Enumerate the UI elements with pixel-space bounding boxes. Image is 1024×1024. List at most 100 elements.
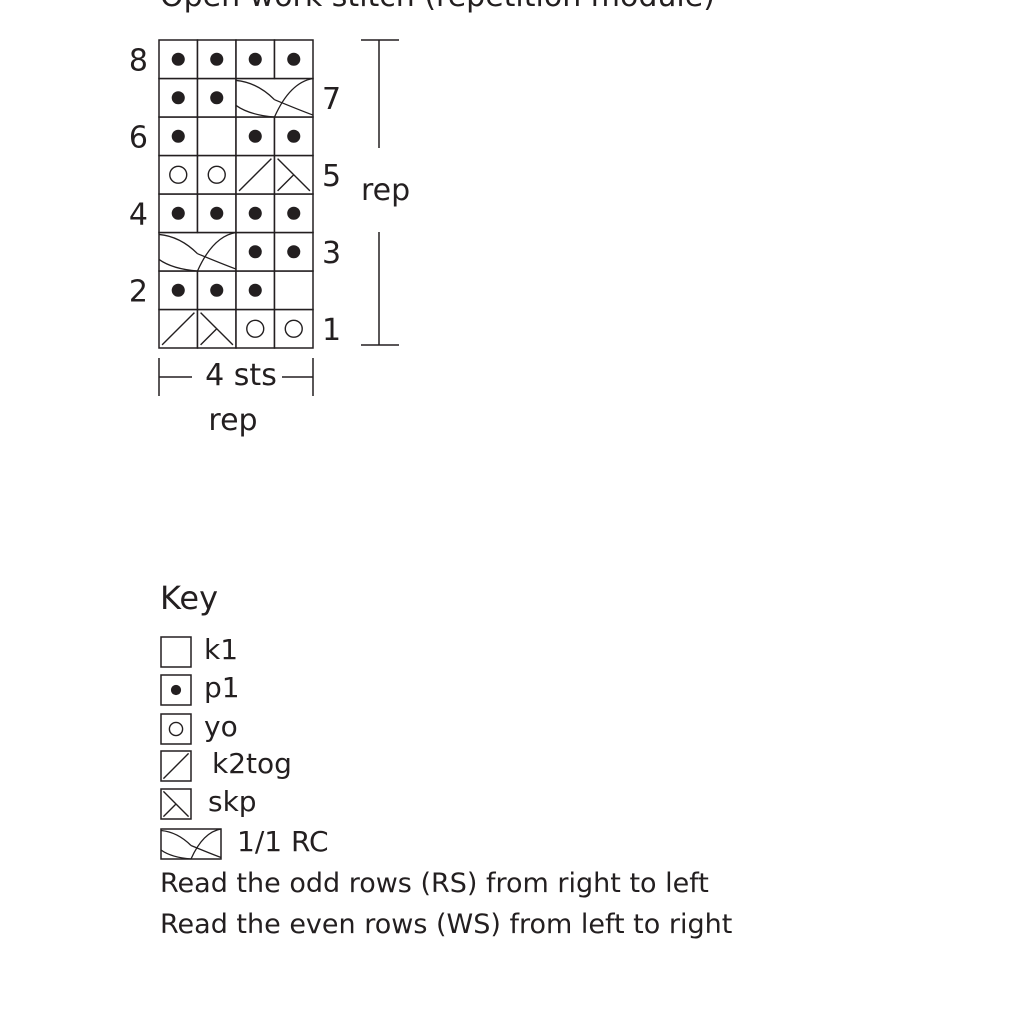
skp-symbol-icon (200, 312, 234, 346)
row-repeat-label: rep (361, 173, 410, 208)
key-title: Key (160, 579, 219, 617)
purl-dot-icon (171, 283, 185, 297)
chart-row-6 (158, 116, 314, 157)
key-label: k2tog (212, 747, 292, 780)
skp-symbol-icon (277, 158, 311, 192)
stitch-cell-p1 (196, 270, 237, 311)
row-number-left: 4 (129, 197, 148, 232)
note-odd-rows: Read the odd rows (RS) from right to lef… (160, 868, 709, 899)
purl-dot-icon (210, 206, 224, 220)
k2tog-slash-icon (161, 312, 195, 346)
yarn-over-circle-icon (169, 165, 188, 184)
purl-dot-icon (287, 52, 301, 66)
stitch-cell-p1 (158, 116, 199, 157)
cell-box (273, 308, 314, 349)
row-repeat-bracket (361, 39, 399, 346)
stitch-cell-skp (273, 154, 314, 195)
cable-cell (158, 231, 237, 272)
stitch-repeat-bracket (158, 358, 314, 396)
cell-box (158, 39, 199, 80)
key-symbol-box (160, 713, 192, 745)
cell-box (158, 154, 199, 195)
cable-right-curve-icon (196, 231, 237, 272)
cable-right-lower-curve-icon (274, 99, 314, 116)
cell-box (273, 39, 314, 80)
purl-dot-icon (210, 52, 224, 66)
stitch-cell-p1 (158, 270, 199, 311)
stitch-cell-p1 (235, 231, 276, 272)
key-symbol-icon (160, 713, 192, 745)
purl-dot-icon (171, 52, 185, 66)
stitch-cell-p1 (196, 39, 237, 80)
purl-dot-icon (287, 245, 301, 259)
stitch-cell-p1 (158, 39, 199, 80)
stitch-cell-p1 (196, 193, 237, 234)
stitch-cell-k2tog (235, 154, 276, 195)
row-number-right: 1 (322, 313, 341, 348)
cell-box (196, 154, 237, 195)
chart-row-4 (158, 193, 314, 234)
row-number-right: 3 (322, 236, 341, 271)
stitch-cell-k1 (196, 116, 237, 157)
stitch-cell-p1 (235, 116, 276, 157)
cable-left-curve-icon (158, 258, 198, 272)
purl-dot-icon (287, 206, 301, 220)
cable-right-lower-curve-icon (197, 253, 237, 270)
row-number-right: 7 (322, 82, 341, 117)
key-label: yo (204, 710, 238, 743)
stitch-cell-p1 (235, 193, 276, 234)
stitch-cell-yo (273, 308, 314, 349)
k2tog-slash-icon (162, 752, 190, 780)
stitch-cell-p1 (273, 231, 314, 272)
chart-row-1 (158, 308, 314, 349)
chart-row-5 (158, 154, 314, 195)
purl-dot-icon (210, 283, 224, 297)
row-number-left: 8 (129, 43, 148, 78)
stitch-repeat-sublabel: rep (208, 403, 257, 438)
yarn-over-circle-icon (207, 165, 226, 184)
stitch-cell-p1 (273, 39, 314, 80)
key-symbol-icon (160, 788, 192, 820)
row-number-left: 2 (129, 274, 148, 309)
stitch-repeat-label: 4 sts (205, 358, 277, 393)
key-symbol-icon (160, 674, 192, 706)
key-label: 1/1 RC (237, 825, 329, 858)
cable-left-upper-curve-icon (160, 829, 192, 846)
key-label: p1 (204, 671, 240, 704)
cable-right-curve-icon (273, 77, 314, 118)
stitch-cell-skp (196, 308, 237, 349)
chart-grid (158, 39, 314, 349)
purl-dot-icon (171, 206, 185, 220)
stitch-cell-k1 (273, 270, 314, 311)
purl-dot-icon (210, 91, 224, 105)
stitch-cell-p1 (273, 193, 314, 234)
chart-title: Open work stitch (repetition module) (160, 0, 715, 12)
chart-row-7 (158, 77, 314, 118)
purl-dot-icon (248, 129, 262, 143)
skp-symbol-icon (162, 790, 190, 818)
stitch-cell-p1 (235, 270, 276, 311)
key-label: k1 (204, 633, 239, 666)
purl-dot-icon (287, 129, 301, 143)
stitch-cell-p1 (158, 77, 199, 118)
cable-left-curve-icon (235, 104, 275, 118)
stitch-cell-yo (235, 308, 276, 349)
yarn-over-circle-icon (168, 721, 184, 737)
purl-dot-icon (248, 206, 262, 220)
stitch-cell-yo (158, 154, 199, 195)
row-number-right: 5 (322, 159, 341, 194)
cable-left-curve-icon (160, 849, 192, 860)
purl-dot-icon (171, 129, 185, 143)
note-even-rows: Read the even rows (WS) from left to rig… (160, 909, 733, 940)
cable-right-curve-icon (190, 828, 222, 860)
purl-dot-icon (170, 684, 182, 696)
key-label: skp (208, 785, 257, 818)
k2tog-slash-icon (238, 158, 272, 192)
key-symbol-icon (160, 750, 192, 782)
stitch-cell-p1 (196, 77, 237, 118)
stitch-cell-k2tog (158, 308, 199, 349)
yarn-over-circle-icon (284, 319, 303, 338)
cell-box (273, 270, 314, 311)
key-symbol-icon (160, 828, 222, 860)
stitch-cell-p1 (273, 116, 314, 157)
